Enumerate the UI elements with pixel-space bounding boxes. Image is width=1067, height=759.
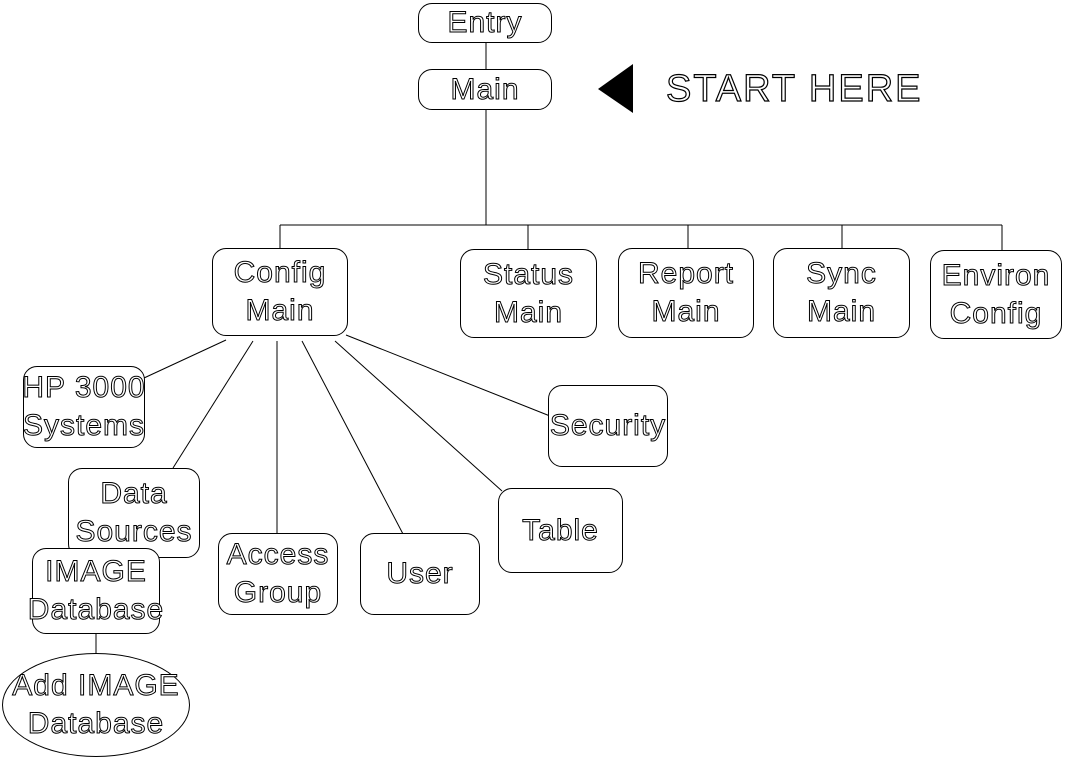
node-entry: Entry — [418, 3, 552, 43]
node-hp-3000-systems-label: HP 3000 — [22, 371, 146, 405]
node-status-main-label: Main — [493, 295, 564, 329]
node-image-database-label: IMAGE — [45, 555, 147, 589]
node-config-main-label: Config — [233, 256, 327, 290]
node-add-image-database: Add IMAGE Database — [2, 653, 190, 757]
node-hp-3000-systems-label: Systems — [22, 409, 146, 443]
node-data-sources-label: Data — [100, 477, 168, 511]
node-environ-config-label: Config — [949, 296, 1043, 330]
node-access-group-label: Group — [233, 576, 323, 610]
node-table-label: Table — [522, 513, 599, 547]
node-image-database: IMAGE Database — [27, 548, 164, 634]
node-table: Table — [498, 488, 623, 573]
node-add-image-database-label: Database — [27, 707, 165, 741]
node-config-main-label: Main — [245, 294, 315, 328]
edge-config-main-to-user — [301, 340, 404, 535]
node-access-group-label: Access — [226, 538, 330, 572]
node-security: Security — [548, 385, 668, 467]
edge-config-main-to-data-sources — [172, 340, 254, 469]
edge-config-main-to-security — [345, 334, 551, 417]
node-main-label: Main — [450, 72, 520, 106]
node-main: Main — [418, 69, 552, 110]
edge-config-main-to-hp-3000-systems — [143, 339, 227, 379]
node-sync-main-label: Sync — [806, 257, 877, 291]
node-add-image-database-label: Add IMAGE — [12, 669, 180, 703]
node-entry-label: Entry — [447, 6, 523, 40]
node-status-main-label: Status — [482, 257, 575, 291]
node-image-database-label: Database — [27, 593, 165, 627]
node-report-main-label: Main — [651, 295, 721, 329]
start-here-label: START HERE — [665, 67, 923, 110]
edge-config-main-to-table — [334, 340, 503, 492]
node-report-main-label: Report — [637, 257, 735, 291]
node-data-sources-label: Sources — [75, 515, 193, 549]
node-sync-main-label: Main — [806, 295, 877, 329]
node-user-label: User — [386, 557, 454, 591]
node-security-label: Security — [549, 409, 667, 443]
start-here-arrow-icon — [598, 64, 633, 113]
node-environ-config-label: Environ — [941, 258, 1051, 292]
edge-group — [95, 43, 1003, 654]
node-user: User — [360, 533, 480, 615]
